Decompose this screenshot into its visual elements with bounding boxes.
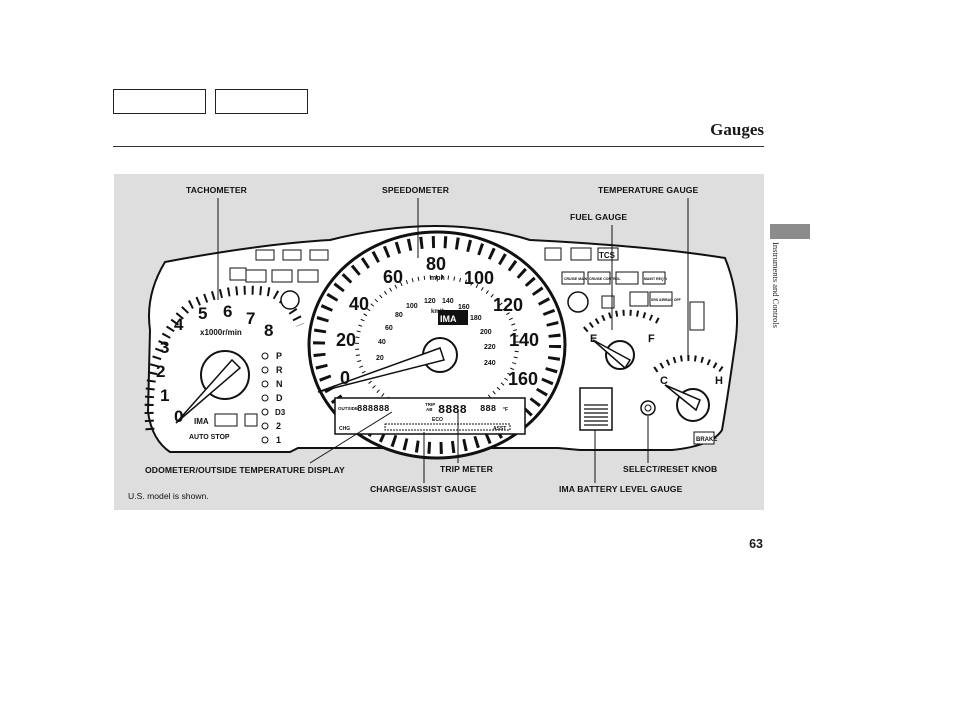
- fuel-gauge-face: [583, 309, 662, 370]
- gear-n: N: [276, 379, 283, 389]
- display-temp-digits: 888: [480, 404, 496, 414]
- tach-number-2: 2: [156, 362, 165, 381]
- kmh-180: 180: [470, 315, 482, 322]
- display-outside: OUTSIDE: [338, 406, 358, 411]
- callout-temperature-gauge: TEMPERATURE GAUGE: [598, 185, 699, 195]
- ima-logo: IMA: [440, 314, 457, 324]
- callout-speedometer: SPEEDOMETER: [382, 185, 449, 195]
- kmh-60: 60: [385, 325, 393, 332]
- fuel-f: F: [648, 333, 655, 345]
- gear-p: P: [276, 351, 282, 361]
- section-tab: [770, 224, 810, 239]
- kmh-40: 40: [378, 339, 386, 346]
- callout-ima-battery: IMA BATTERY LEVEL GAUGE: [559, 484, 683, 494]
- cruise-main-indicator: CRUISE MAIN: [564, 277, 588, 281]
- speed-mph-100: 100: [464, 268, 494, 288]
- display-odometer: 888888: [357, 404, 389, 414]
- tach-number-6: 6: [223, 302, 232, 321]
- kmh-140: 140: [442, 298, 454, 305]
- tach-number-0: 0: [174, 407, 183, 426]
- tach-unit: x1000r/min: [200, 328, 242, 337]
- kmh-120: 120: [424, 298, 436, 305]
- gear-d3: D3: [275, 408, 286, 417]
- speed-mph-160: 160: [508, 369, 538, 389]
- temp-h: H: [715, 375, 723, 387]
- gear-r: R: [276, 365, 283, 375]
- fuel-e: E: [590, 333, 597, 345]
- gear-2: 2: [276, 421, 281, 431]
- callout-trip-meter: TRIP METER: [440, 464, 493, 474]
- speed-mph-80: 80: [426, 254, 446, 274]
- display-trip-digits: 8888: [438, 403, 467, 417]
- callout-fuel-gauge: FUEL GAUGE: [570, 212, 628, 222]
- callout-select-reset-knob: SELECT/RESET KNOB: [623, 464, 718, 474]
- temp-c: C: [660, 375, 668, 387]
- ima-indicator: IMA: [194, 417, 209, 426]
- gear-1: 1: [276, 435, 281, 445]
- tach-number-3: 3: [160, 338, 169, 357]
- display-trip: TRIP: [425, 402, 435, 407]
- brake-indicator: BRAKE: [696, 437, 717, 443]
- callout-odometer: ODOMETER/OUTSIDE TEMPERATURE DISPLAY: [145, 465, 345, 475]
- speed-mph-20: 20: [336, 330, 356, 350]
- display-eco: ECO: [432, 417, 443, 423]
- kmh-100: 100: [406, 303, 418, 310]
- speed-mph-40: 40: [349, 294, 369, 314]
- header-rule: [113, 146, 764, 147]
- callout-tachometer: TACHOMETER: [186, 185, 247, 195]
- nav-box-2[interactable]: [215, 89, 308, 114]
- gear-d: D: [276, 393, 283, 403]
- auto-stop-indicator: AUTO STOP: [189, 434, 230, 441]
- kmh-unit: km/h: [431, 309, 445, 315]
- speed-mph-0: 0: [340, 368, 350, 388]
- kmh-220: 220: [484, 344, 496, 351]
- page-title: Gauges: [710, 120, 764, 139]
- display-ab: AB: [426, 407, 433, 412]
- maint-reqd-indicator: MAINT REQ'D: [644, 277, 667, 281]
- nav-box-1[interactable]: [113, 89, 206, 114]
- speed-mph-60: 60: [383, 267, 403, 287]
- tach-number-1: 1: [160, 386, 169, 405]
- display-chg: CHG: [339, 426, 350, 432]
- kmh-80: 80: [395, 312, 403, 319]
- tcs-indicator: TCS: [599, 251, 616, 260]
- kmh-160: 160: [458, 304, 470, 311]
- callout-charge-assist: CHARGE/ASSIST GAUGE: [370, 484, 477, 494]
- page-number: 63: [749, 537, 763, 551]
- speed-mph-140: 140: [509, 330, 539, 350]
- kmh-20: 20: [376, 355, 384, 362]
- kmh-200: 200: [480, 329, 492, 336]
- speed-unit: mph: [430, 275, 445, 282]
- srs-airbag-indicator: SRS AIRBAG OFF: [651, 298, 682, 302]
- speed-mph-120: 120: [493, 295, 523, 315]
- tach-number-5: 5: [198, 304, 207, 323]
- display-asst: ASST: [493, 426, 506, 432]
- model-note: U.S. model is shown.: [128, 491, 209, 501]
- tach-number-8: 8: [264, 321, 273, 340]
- tachometer-face: [144, 285, 305, 431]
- tach-number-7: 7: [246, 309, 255, 328]
- kmh-240: 240: [484, 360, 496, 367]
- cruise-control-indicator: CRUISE CONTROL: [589, 277, 621, 281]
- temperature-gauge-face: [653, 355, 727, 422]
- tach-number-4: 4: [174, 315, 184, 334]
- select-reset-knob: [640, 400, 656, 416]
- display-temp-unit: °F: [503, 407, 508, 413]
